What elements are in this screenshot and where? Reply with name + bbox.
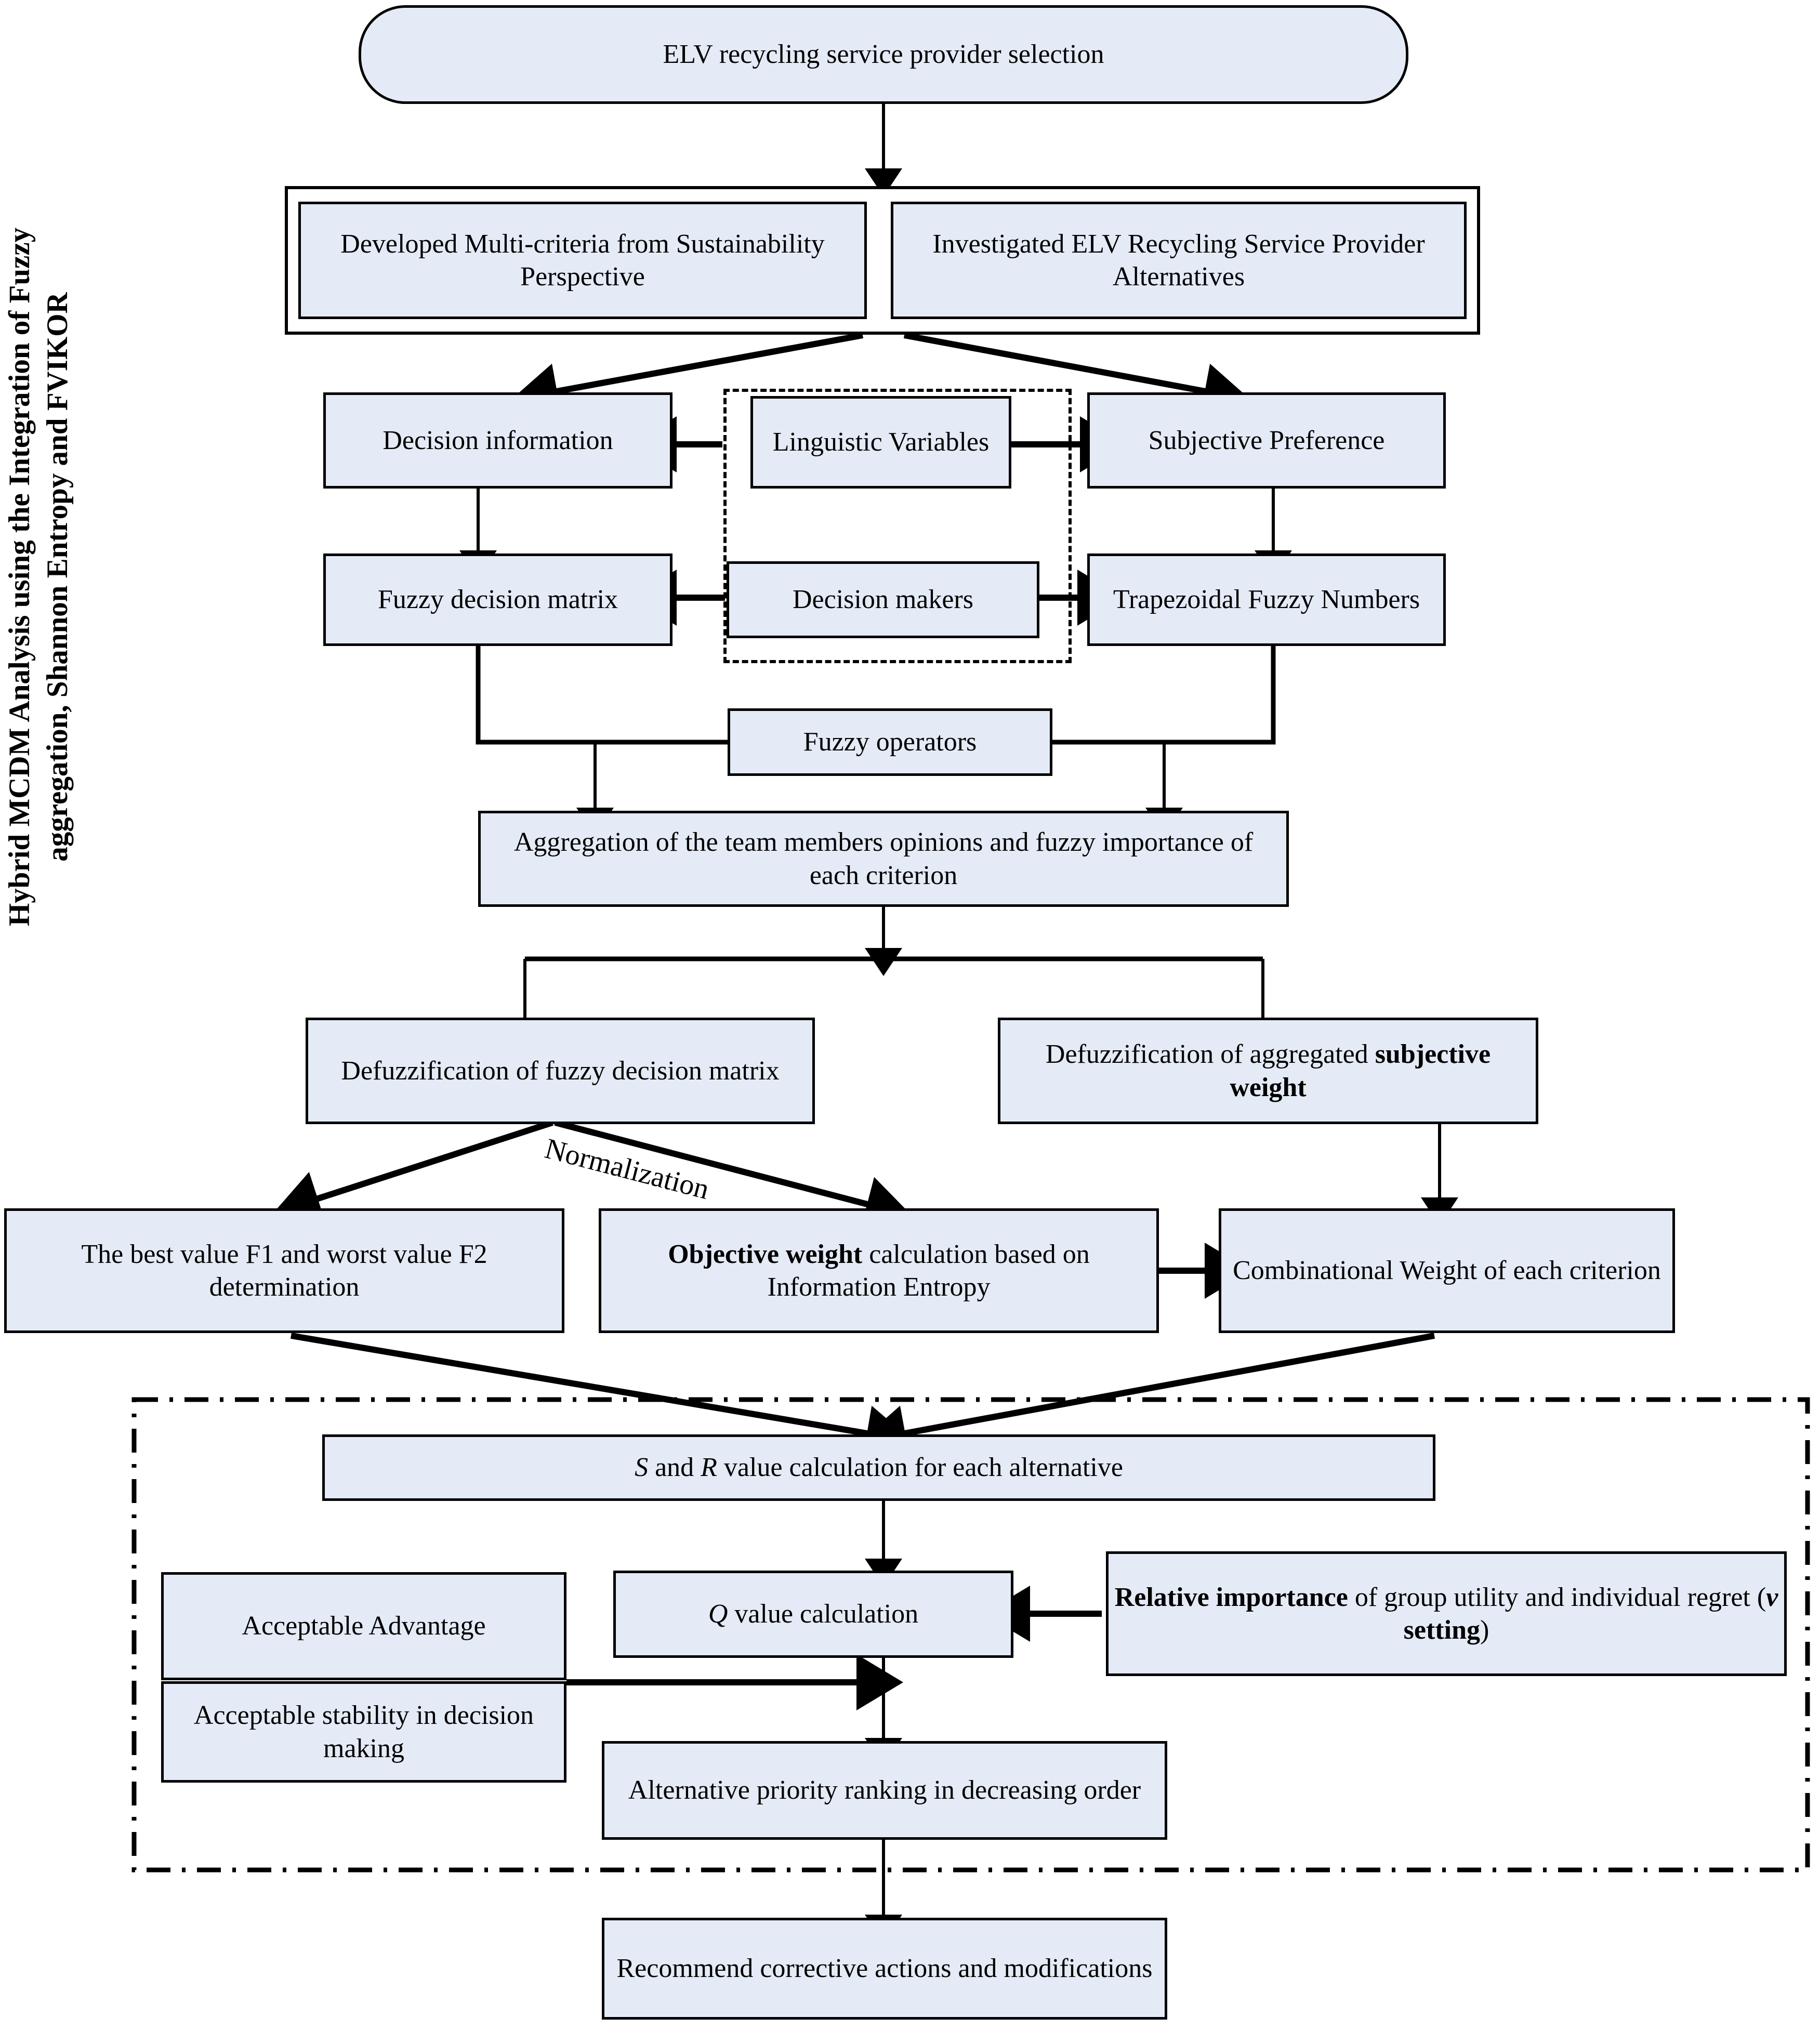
node-defuzzification-subjective-weight-text: Defuzzification of aggregated subjective… — [1006, 1038, 1531, 1104]
node-defuzzification-fuzzy-matrix-label: Defuzzification of fuzzy decision matrix — [341, 1056, 780, 1086]
node-r-symbol: R — [701, 1453, 717, 1483]
node-best-worst-value[interactable]: The best value F1 and worst value F2 det… — [4, 1208, 564, 1333]
node-aggregation[interactable]: Aggregation of the team members opinions… — [478, 811, 1289, 907]
node-developed-criteria-label: Developed Multi-criteria from Sustainabi… — [340, 229, 825, 292]
node-decision-makers[interactable]: Decision makers — [727, 561, 1039, 638]
node-objective-weight-text: Objective weight calculation based on In… — [606, 1238, 1151, 1304]
node-start-label: ELV recycling service provider selection — [663, 39, 1104, 70]
node-relative-importance-bold: Relative importance — [1114, 1582, 1348, 1612]
node-trapezoidal-fuzzy-numbers[interactable]: Trapezoidal Fuzzy Numbers — [1087, 553, 1446, 646]
node-best-worst-value-label: The best value F1 and worst value F2 det… — [81, 1239, 487, 1302]
node-alternative-ranking[interactable]: Alternative priority ranking in decreasi… — [602, 1741, 1167, 1840]
node-q-value-calculation[interactable]: Q value calculation — [613, 1571, 1013, 1658]
node-relative-importance-text: Relative importance of group utility and… — [1114, 1581, 1779, 1647]
node-fuzzy-operators[interactable]: Fuzzy operators — [728, 708, 1052, 776]
node-defuzzification-subjective-weight[interactable]: Defuzzification of aggregated subjective… — [998, 1018, 1538, 1124]
node-acceptable-advantage-label: Acceptable Advantage — [242, 1611, 486, 1641]
node-defuzz-subj-bold: subjective weight — [1230, 1039, 1491, 1102]
node-acceptable-stability[interactable]: Acceptable stability in decision making — [161, 1681, 566, 1783]
node-relative-importance[interactable]: Relative importance of group utility and… — [1106, 1551, 1787, 1676]
node-relative-importance-rest: of group utility and individual regret ( — [1348, 1582, 1766, 1612]
node-s-symbol: S — [635, 1453, 649, 1483]
node-s-and-r-value-text: S and R value calculation for each alter… — [635, 1451, 1123, 1484]
node-decision-information-label: Decision information — [383, 425, 613, 455]
node-decision-information[interactable]: Decision information — [323, 392, 672, 489]
node-defuzzification-fuzzy-matrix[interactable]: Defuzzification of fuzzy decision matrix — [306, 1018, 815, 1124]
node-acceptable-stability-label: Acceptable stability in decision making — [193, 1701, 534, 1763]
node-developed-criteria[interactable]: Developed Multi-criteria from Sustainabi… — [298, 202, 867, 319]
node-s-and-r-value[interactable]: S and R value calculation for each alter… — [322, 1434, 1435, 1501]
node-sr-mid: and — [648, 1453, 701, 1483]
node-decision-makers-label: Decision makers — [792, 585, 973, 615]
node-aggregation-label: Aggregation of the team members opinions… — [513, 827, 1254, 890]
node-fuzzy-operators-label: Fuzzy operators — [803, 727, 977, 757]
node-q-value-text: Q value calculation — [708, 1598, 918, 1630]
node-defuzz-subj-prefix: Defuzzification of aggregated — [1045, 1039, 1375, 1070]
node-setting-label: setting — [1403, 1615, 1480, 1645]
node-subjective-preference[interactable]: Subjective Preference — [1087, 392, 1446, 489]
node-objective-weight[interactable]: Objective weight calculation based on In… — [599, 1208, 1159, 1333]
node-combinational-weight[interactable]: Combinational Weight of each criterion — [1219, 1208, 1675, 1333]
node-acceptable-advantage[interactable]: Acceptable Advantage — [161, 1572, 566, 1680]
node-sr-post: value calculation for each alternative — [717, 1453, 1123, 1483]
node-recommend-actions[interactable]: Recommend corrective actions and modific… — [602, 1918, 1167, 2020]
node-trapezoidal-fuzzy-numbers-label: Trapezoidal Fuzzy Numbers — [1113, 585, 1420, 615]
node-fuzzy-decision-matrix[interactable]: Fuzzy decision matrix — [323, 553, 672, 646]
node-alternative-ranking-label: Alternative priority ranking in decreasi… — [628, 1775, 1141, 1805]
node-q-rest: value calculation — [728, 1599, 919, 1629]
node-linguistic-variables[interactable]: Linguistic Variables — [750, 396, 1011, 489]
node-q-symbol: Q — [708, 1599, 728, 1629]
node-start-terminator[interactable]: ELV recycling service provider selection — [359, 5, 1408, 104]
node-objective-weight-rest: calculation based on Information Entropy — [767, 1239, 1090, 1302]
node-objective-weight-bold: Objective weight — [668, 1239, 863, 1269]
node-relative-importance-end: ) — [1480, 1615, 1489, 1645]
node-investigated-alternatives-label: Investigated ELV Recycling Service Provi… — [932, 229, 1425, 292]
node-subjective-preference-label: Subjective Preference — [1148, 425, 1385, 455]
node-combinational-weight-label: Combinational Weight of each criterion — [1233, 1256, 1661, 1286]
node-v-symbol: v — [1766, 1582, 1778, 1612]
node-fuzzy-decision-matrix-label: Fuzzy decision matrix — [377, 585, 618, 615]
node-linguistic-variables-label: Linguistic Variables — [772, 427, 990, 457]
node-recommend-actions-label: Recommend corrective actions and modific… — [616, 1954, 1153, 1984]
node-linguistic-dm-dashed-container — [723, 389, 1072, 663]
node-investigated-alternatives[interactable]: Investigated ELV Recycling Service Provi… — [891, 202, 1467, 319]
